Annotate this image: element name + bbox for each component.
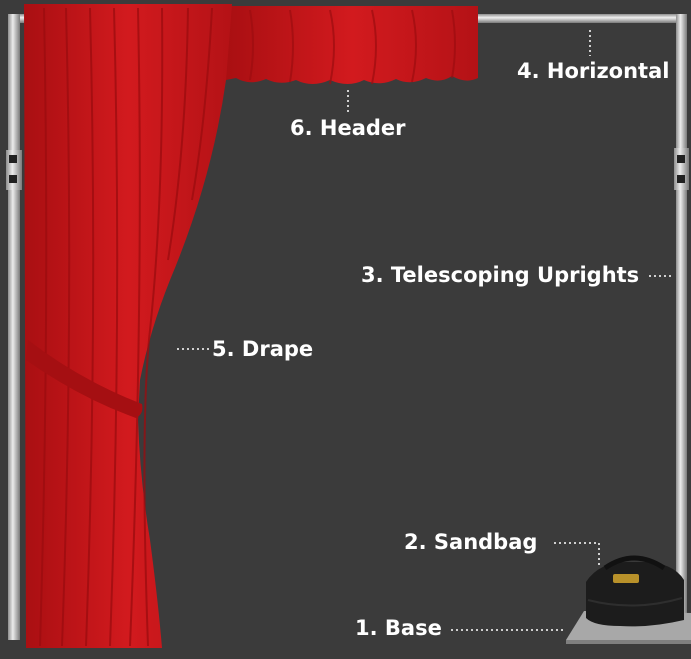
label-drape: 5. Drape (212, 339, 313, 360)
leader-sandbag (554, 543, 599, 566)
label-base: 1. Base (355, 618, 442, 639)
header-valance (226, 6, 478, 84)
label-telescoping-uprights: 3. Telescoping Uprights (361, 265, 639, 286)
sandbag (586, 558, 684, 626)
right-upright (674, 14, 689, 642)
label-header: 6. Header (290, 118, 406, 139)
label-sandbag: 2. Sandbag (404, 532, 537, 553)
drape-panel (24, 4, 232, 648)
label-horizontal: 4. Horizontal (517, 61, 669, 82)
left-upright (6, 14, 22, 640)
